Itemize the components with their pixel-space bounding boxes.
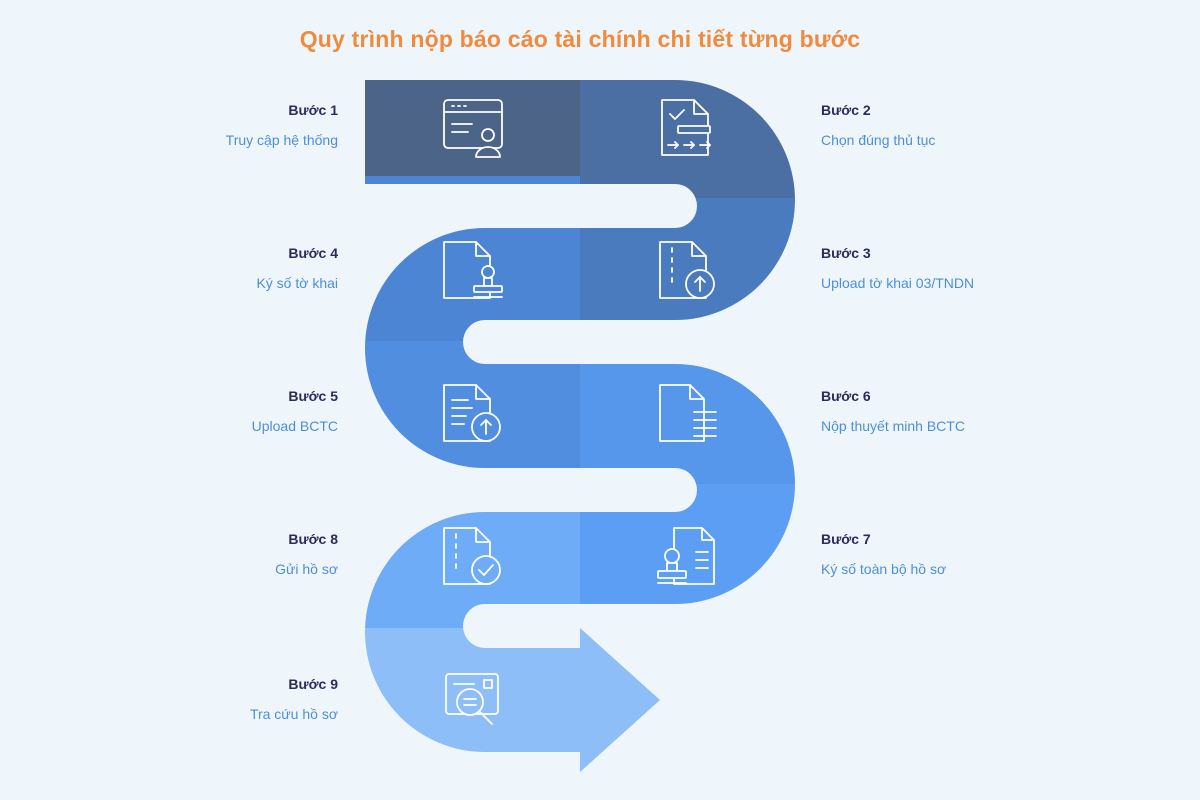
segment-step-2	[580, 80, 795, 198]
document-lines-icon	[659, 384, 717, 442]
step-4-number: Bước 4	[288, 245, 338, 261]
step-9-label: Tra cứu hồ sơ	[249, 706, 338, 722]
step-2-label: Chọn đúng thủ tục	[821, 132, 936, 148]
zip-upload-icon	[659, 241, 715, 299]
step-3-number: Bước 3	[821, 245, 871, 261]
step-4-label: Ký số tờ khai	[256, 275, 338, 291]
stamp-document-icon	[657, 527, 715, 585]
step-2-text: Bước 2 Chọn đúng thủ tục	[821, 103, 1041, 147]
step-6-number: Bước 6	[821, 388, 871, 404]
step-6-text: Bước 6 Nộp thuyết minh BCTC	[821, 389, 1041, 433]
step-6-label: Nộp thuyết minh BCTC	[821, 418, 965, 434]
page-title: Quy trình nộp báo cáo tài chính chi tiết…	[299, 26, 861, 52]
step-8-text: Bước 8 Gửi hồ sơ	[118, 532, 338, 576]
document-upload-icon	[443, 384, 501, 442]
step-3-label: Upload tờ khai 03/TNDN	[821, 275, 975, 291]
step-5-label: Upload BCTC	[251, 418, 338, 434]
step-1-number: Bước 1	[288, 102, 338, 118]
document-stamp-icon	[443, 241, 503, 299]
step-4-text: Bước 4 Ký số tờ khai	[118, 246, 338, 290]
step-2-number: Bước 2	[821, 102, 871, 118]
segment-step-9	[365, 628, 680, 772]
segment-step-1	[365, 80, 580, 176]
zip-check-icon	[443, 527, 501, 585]
step-7-number: Bước 7	[821, 531, 871, 547]
segment-step-5	[365, 341, 580, 512]
search-document-icon	[445, 673, 499, 725]
step-1-text: Bước 1 Truy cập hệ thống	[118, 103, 338, 147]
step-9-number: Bước 9	[288, 676, 338, 692]
step-7-text: Bước 7 Ký số toàn bộ hồ sơ	[821, 532, 1041, 576]
segment-step-7	[580, 484, 795, 614]
step-3-text: Bước 3 Upload tờ khai 03/TNDN	[821, 246, 1041, 290]
segment-step-3	[580, 198, 795, 320]
step-5-text: Bước 5 Upload BCTC	[118, 389, 338, 433]
step-5-number: Bước 5	[288, 388, 338, 404]
step-9-text: Bước 9 Tra cứu hồ sơ	[118, 677, 338, 721]
step-8-number: Bước 8	[288, 531, 338, 547]
segment-step-6	[580, 320, 795, 484]
step-8-label: Gửi hồ sơ	[275, 561, 338, 577]
segment-step-8	[365, 512, 580, 628]
segment-step-4	[365, 176, 580, 341]
step-1-label: Truy cập hệ thống	[225, 132, 338, 148]
browser-user-icon	[443, 99, 503, 158]
step-7-label: Ký số toàn bộ hồ sơ	[821, 561, 947, 577]
checklist-document-icon	[661, 99, 711, 156]
